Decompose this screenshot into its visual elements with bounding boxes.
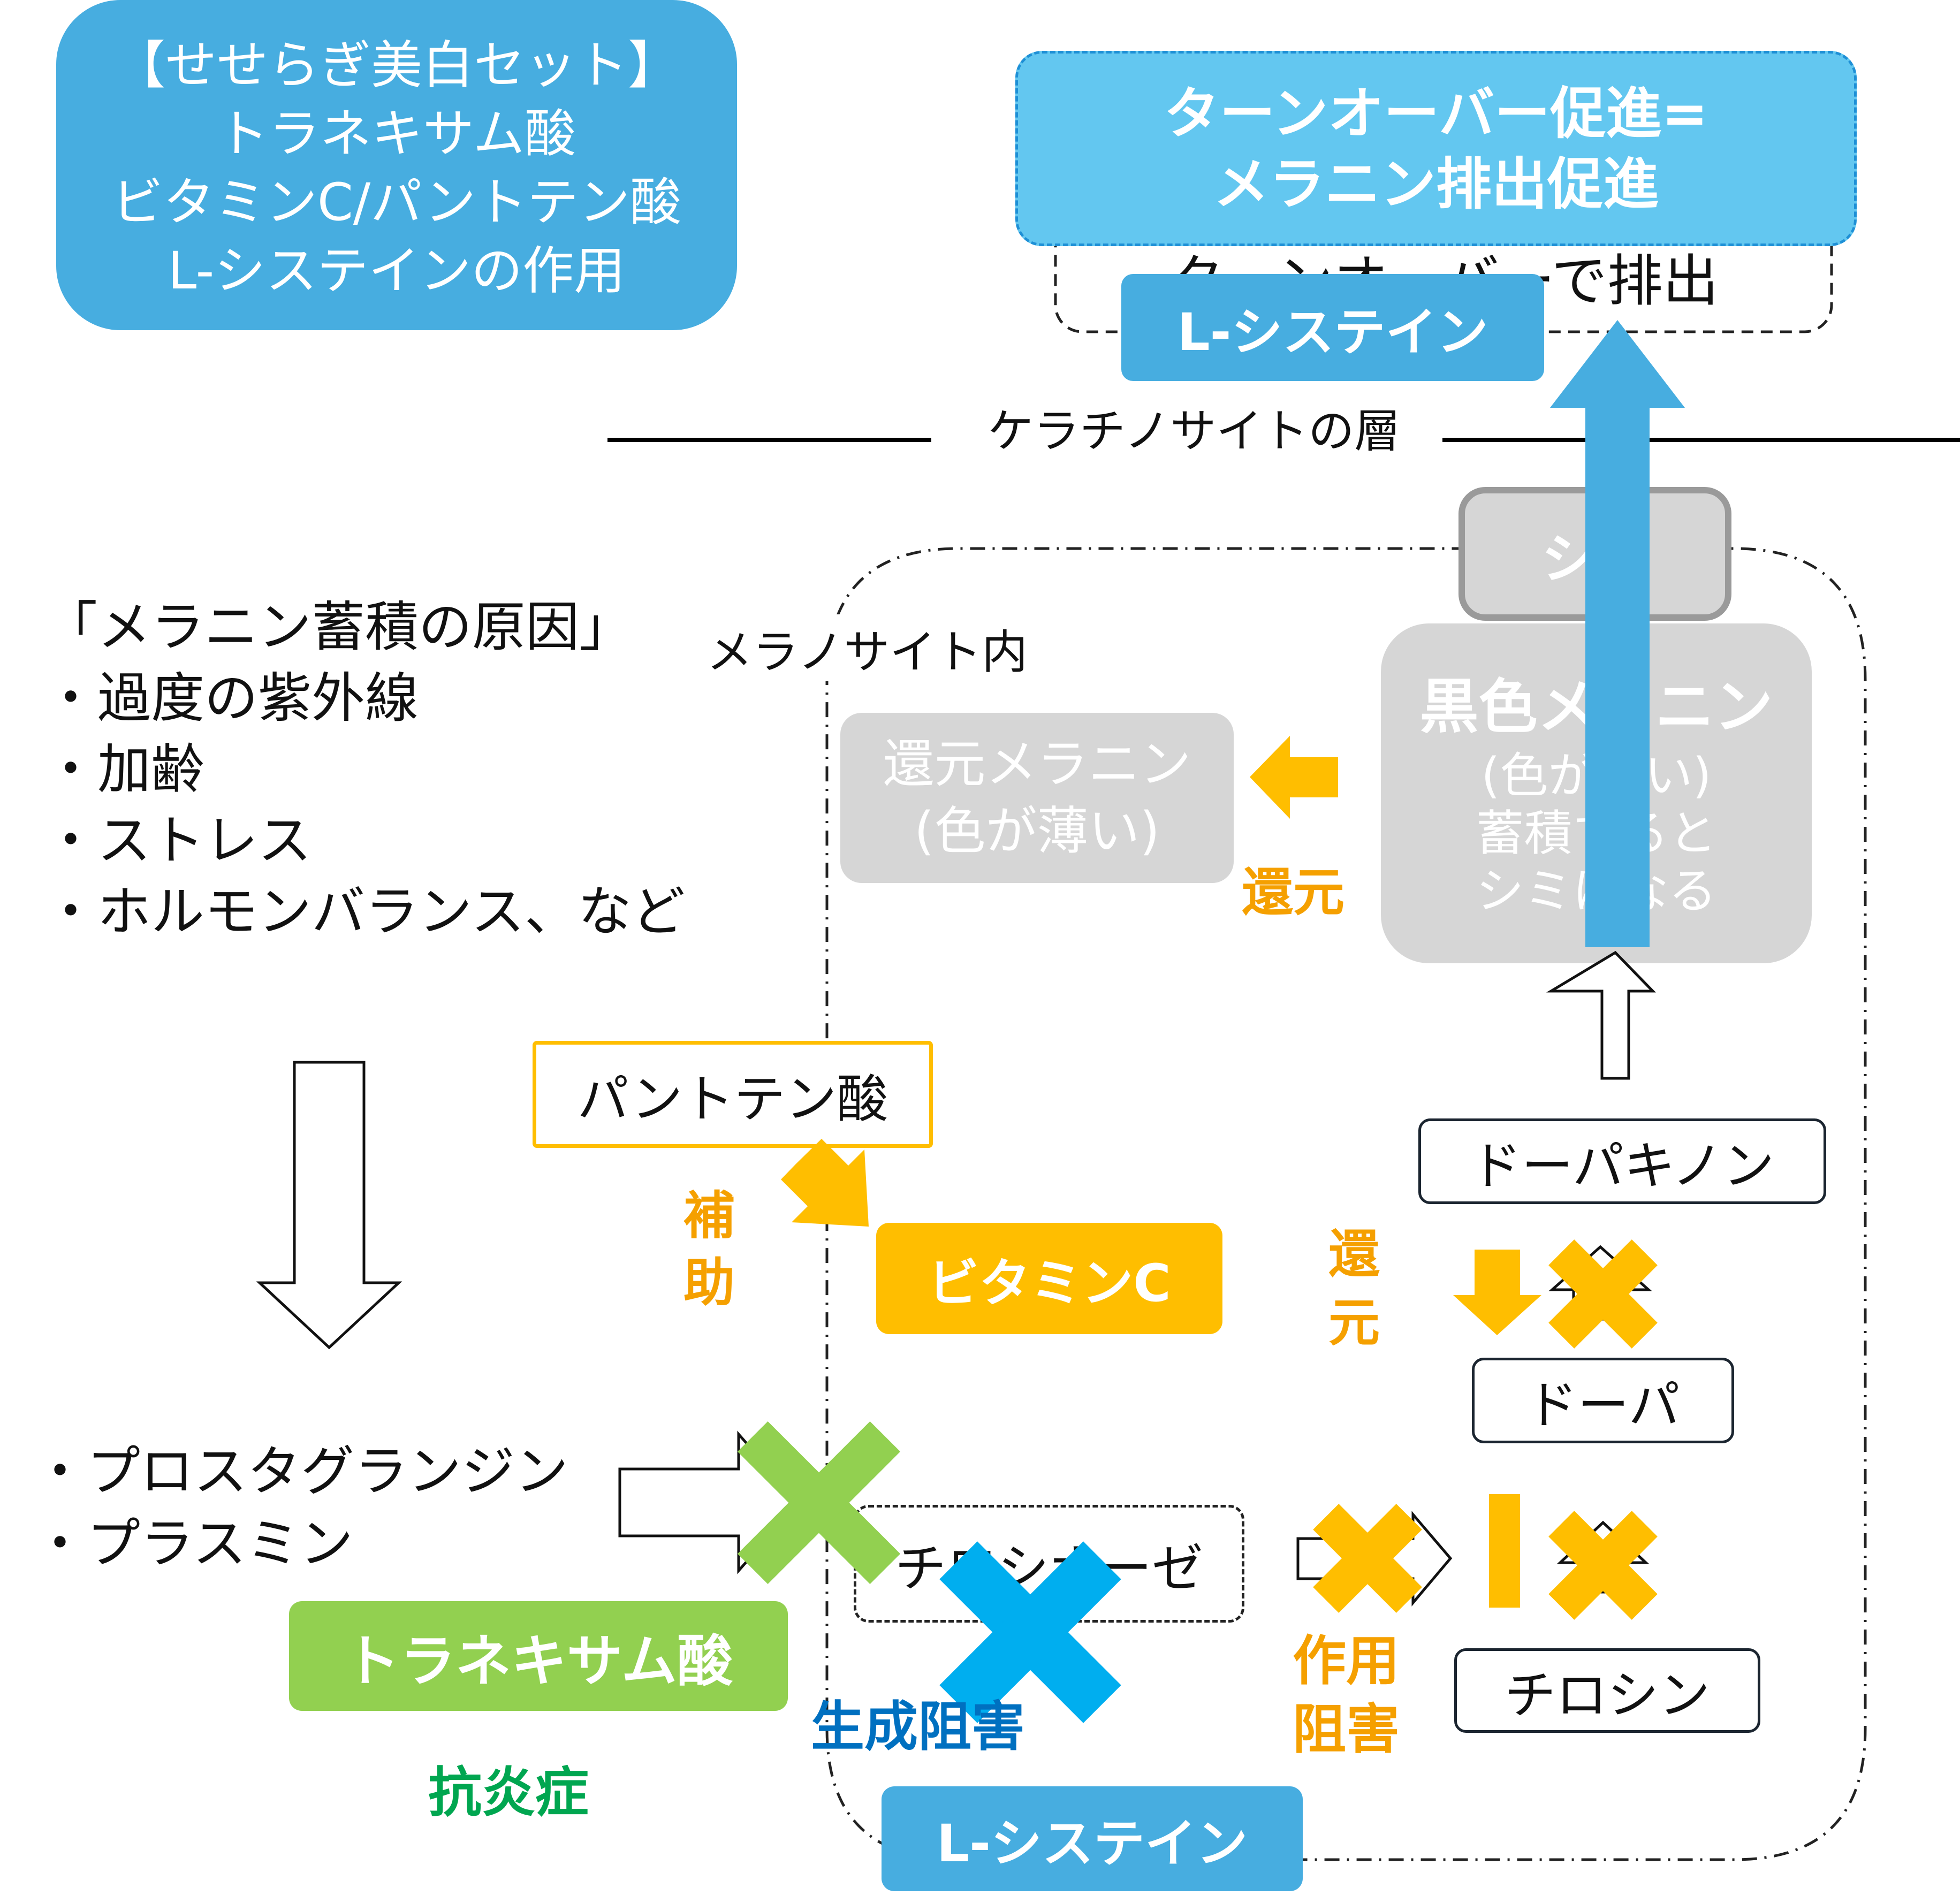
pantothenic-box: パントテン酸 — [533, 1041, 933, 1148]
orange-cross-icon — [1548, 1511, 1658, 1620]
cause-item: ・ストレス — [44, 809, 312, 872]
causes-list: 「メラニン蓄積の原因」 ・過度の紫外線 ・加齢 ・ストレス ・ホルモンバランス、… — [44, 591, 685, 947]
orange-bar — [1489, 1494, 1520, 1608]
causes-heading: 「メラニン蓄積の原因」 — [44, 596, 633, 658]
turnover-line-1: ターンオーバー促進= — [1164, 80, 1708, 146]
down-orange-arrow-icon — [1453, 1250, 1541, 1335]
title-box: 【せせらぎ美白セット】 トラネキサム酸 ビタミンC/パントテン酸 L-システイン… — [56, 0, 737, 330]
signal-item: ・プラスミン — [33, 1512, 353, 1575]
lcysteine-top-badge: L-システイン — [1121, 274, 1544, 381]
production-inhibit-label: 生成阻害 — [811, 1695, 1025, 1758]
assist-orange-arrow-icon — [781, 1139, 869, 1227]
up-blue-arrow-icon — [1550, 320, 1685, 947]
vitamin-c-badge: ビタミンC — [876, 1223, 1222, 1334]
lcysteine-bottom-badge: L-システイン — [882, 1786, 1303, 1891]
title-line-2: トラネキサム酸 — [217, 103, 576, 164]
assist-label: 補 助 — [683, 1186, 735, 1313]
dopa-box: ドーパ — [1472, 1358, 1734, 1443]
title-line-3: ビタミンC/パントテン酸 — [111, 172, 682, 232]
up-hollow-arrow-icon — [1546, 950, 1656, 1080]
dopaquinone-box: ドーパキノン — [1418, 1118, 1826, 1204]
melanocyte-label: メラノサイト内 — [701, 614, 1034, 681]
tyrosine-box: チロシン — [1454, 1648, 1760, 1733]
orange-cross-icon — [1548, 1239, 1658, 1349]
antiinflammatory-label: 抗炎症 — [428, 1761, 589, 1824]
turnover-line-2: メラニン排出促進 — [1213, 151, 1659, 217]
signal-list: ・プロスタグランジン ・プラスミン — [33, 1435, 568, 1580]
title-line-4: L-システインの作用 — [168, 240, 626, 301]
green-cross-icon — [737, 1421, 901, 1585]
cyan-cross-icon — [939, 1541, 1121, 1723]
cause-item: ・加齢 — [44, 738, 204, 801]
down-hollow-arrow-icon — [256, 1061, 402, 1350]
tranexamic-badge: トラネキサム酸 — [289, 1601, 788, 1711]
signal-item: ・プロスタグランジン — [33, 1440, 568, 1503]
reduced-melanin-title: 還元メラニン — [883, 734, 1191, 794]
title-line-1: 【せせらぎ美白セット】 — [114, 35, 679, 95]
reduced-melanin-box: 還元メラニン (色が薄い) — [840, 713, 1234, 883]
left-orange-arrow-icon — [1250, 736, 1338, 819]
action-inhibit-label: 作用 阻害 — [1293, 1630, 1400, 1761]
reduction-vertical-label: 還 元 — [1328, 1224, 1380, 1353]
cause-item: ・ホルモンバランス、など — [44, 880, 685, 943]
keratinocyte-label: ケラチノサイトの層 — [987, 405, 1401, 458]
turnover-box: ターンオーバー促進= メラニン排出促進 — [1015, 51, 1857, 246]
orange-cross-icon — [1313, 1504, 1422, 1613]
cause-item: ・過度の紫外線 — [44, 667, 419, 729]
reduction-label: 還元 — [1242, 863, 1344, 923]
reduced-melanin-note: (色が薄い) — [914, 801, 1160, 861]
